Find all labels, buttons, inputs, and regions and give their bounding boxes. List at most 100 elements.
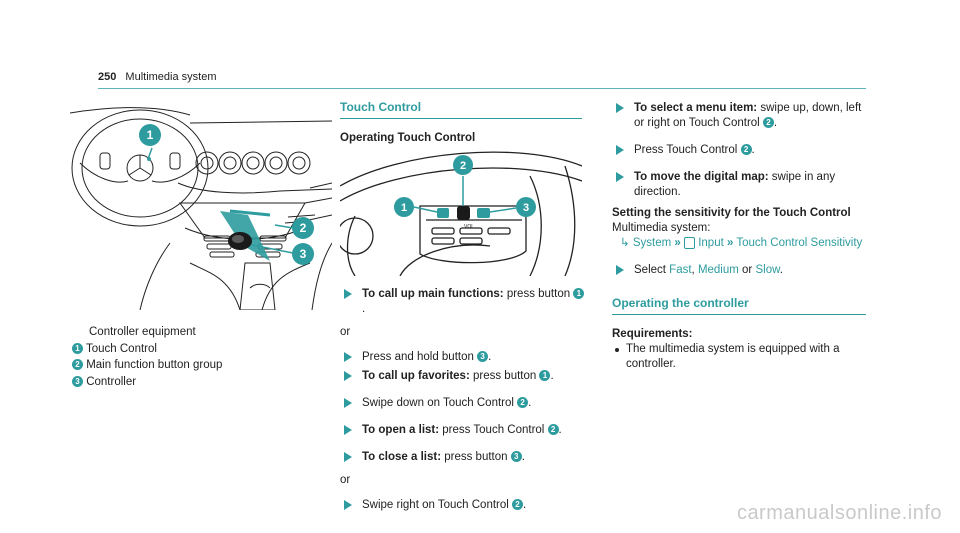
- right-column: To select a menu item: swipe up, down, l…: [612, 101, 866, 372]
- or-text: or: [340, 474, 351, 486]
- step-text: press button: [441, 451, 511, 463]
- legend-text: Touch Control: [86, 342, 157, 355]
- svg-text:3: 3: [523, 202, 529, 214]
- path-system[interactable]: System: [632, 237, 672, 249]
- separator: or: [738, 264, 756, 276]
- option-fast[interactable]: Fast: [669, 264, 692, 276]
- step-text: press Touch Control: [439, 424, 548, 436]
- step-arrow-icon: [344, 352, 352, 362]
- svg-text:1: 1: [401, 202, 407, 214]
- ref-badge: 2: [512, 499, 524, 511]
- ref-badge: 2: [517, 397, 529, 409]
- step-after: .: [773, 117, 778, 129]
- step-arrow-icon: [344, 398, 352, 408]
- step-text: press button: [503, 288, 574, 300]
- step-text: swipe in any direction.: [634, 171, 836, 198]
- ref-badge: 1: [539, 370, 551, 382]
- step-text: Swipe right on Touch Control: [362, 499, 513, 511]
- ref-badge: 3: [510, 451, 522, 463]
- step-bold: To call up favorites:: [362, 370, 470, 382]
- legend-text: Controller: [86, 375, 137, 388]
- double-chevron-icon: »: [726, 237, 734, 249]
- svg-text:3: 3: [300, 247, 307, 261]
- step-arrow-icon: [344, 289, 352, 299]
- step-text: Swipe down on Touch Control: [362, 397, 518, 409]
- step-after: .: [521, 451, 525, 463]
- step-arrow-icon: [344, 452, 352, 462]
- double-chevron-icon: »: [674, 237, 681, 249]
- controller-equipment-figure: 1 2 3: [70, 103, 332, 310]
- instruction-step: To open a list: press Touch Control 2.: [340, 423, 585, 438]
- path-touch-control-sensitivity[interactable]: Touch Control Sensitivity: [736, 237, 863, 249]
- ref-badge: 3: [72, 375, 83, 387]
- cockpit-illustration: 1 2 3: [70, 107, 332, 310]
- option-medium[interactable]: Medium: [697, 264, 739, 276]
- legend-item: 3 Controller: [72, 374, 332, 391]
- step-bold: To move the digital map:: [634, 171, 769, 183]
- section-rule: [340, 118, 582, 119]
- step-after: .: [558, 424, 562, 436]
- step-arrow-icon: [616, 172, 624, 182]
- ref-badge: 2: [547, 424, 559, 436]
- legend-text: Main function button group: [86, 359, 223, 371]
- step-arrow-icon: [616, 145, 624, 155]
- instruction-step: To call up main functions: press button …: [340, 287, 585, 317]
- step-arrow-icon: [344, 371, 352, 381]
- step-arrow-icon: [344, 500, 352, 510]
- instruction-step: Swipe down on Touch Control 2.: [340, 396, 585, 411]
- header-rule: [98, 88, 866, 89]
- input-icon: [684, 236, 695, 249]
- instruction-step: To call up favorites: press button 1.: [340, 369, 585, 384]
- step-after: .: [528, 397, 532, 409]
- step-text: press button: [469, 370, 540, 382]
- instruction-step: Press and hold button 3.: [340, 350, 585, 365]
- requirement-item: The multimedia system is equipped with a…: [612, 342, 866, 372]
- instruction-step: Select Fast, Medium or Slow.: [612, 263, 866, 278]
- step-after: .: [550, 370, 554, 382]
- path-input[interactable]: Input: [698, 237, 724, 249]
- sensitivity-heading: Setting the sensitivity for the Touch Co…: [612, 207, 851, 219]
- svg-text:1: 1: [147, 128, 154, 142]
- or-text: or: [340, 326, 351, 338]
- middle-column: Touch Control Operating Touch Control: [340, 100, 582, 156]
- separator: ,: [691, 264, 698, 276]
- step-after: .: [751, 144, 755, 156]
- svg-text:2: 2: [460, 160, 466, 172]
- step-text: Press Touch Control: [634, 144, 741, 156]
- svg-text:2: 2: [300, 221, 307, 235]
- watermark: carmanualsonline.info: [736, 502, 942, 524]
- step-text: Press and hold button: [362, 351, 478, 363]
- instruction-step: Swipe right on Touch Control 2.: [340, 498, 585, 513]
- ref-badge: 2: [740, 144, 752, 156]
- step-bold: To open a list:: [362, 424, 440, 436]
- option-slow[interactable]: Slow: [755, 264, 780, 276]
- step-after: .: [362, 303, 366, 315]
- legend-item: 1 Touch Control: [72, 341, 332, 358]
- ref-badge: 2: [762, 117, 774, 129]
- step-after: .: [523, 499, 527, 511]
- middle-steps: To call up main functions: press button …: [340, 287, 585, 525]
- section-rule: [612, 314, 866, 315]
- requirements-label: Requirements:: [612, 328, 693, 340]
- menu-path: ↳ System » Input » Touch Control Sensiti…: [612, 236, 866, 251]
- requirement-text: The multimedia system is equipped with a…: [626, 343, 840, 370]
- instruction-step: Press Touch Control 2.: [612, 143, 866, 158]
- step-bold: To select a menu item:: [634, 102, 758, 114]
- step-arrow-icon: [616, 265, 624, 275]
- path-intro: Multimedia system:: [612, 222, 711, 234]
- vol-label: VOL: [464, 224, 474, 230]
- ref-badge: 1: [72, 342, 83, 354]
- chapter-title: Multimedia system: [125, 71, 217, 83]
- section-title: Touch Control: [340, 100, 422, 114]
- caption-title: Controller equipment: [89, 326, 196, 338]
- subheading: Operating Touch Control: [340, 132, 476, 144]
- touch-control-figure: VOL 2 1 3: [340, 146, 582, 276]
- step-text: Select: [634, 264, 670, 276]
- instruction-step: To move the digital map: swipe in any di…: [612, 170, 866, 200]
- path-arrow-icon: ↳: [620, 237, 630, 249]
- instruction-step: To select a menu item: swipe up, down, l…: [612, 101, 866, 131]
- step-after: .: [779, 264, 783, 276]
- instruction-step: To close a list: press button 3.: [340, 450, 585, 465]
- ref-badge: 2: [72, 359, 83, 371]
- controller-section-title: Operating the controller: [612, 296, 749, 310]
